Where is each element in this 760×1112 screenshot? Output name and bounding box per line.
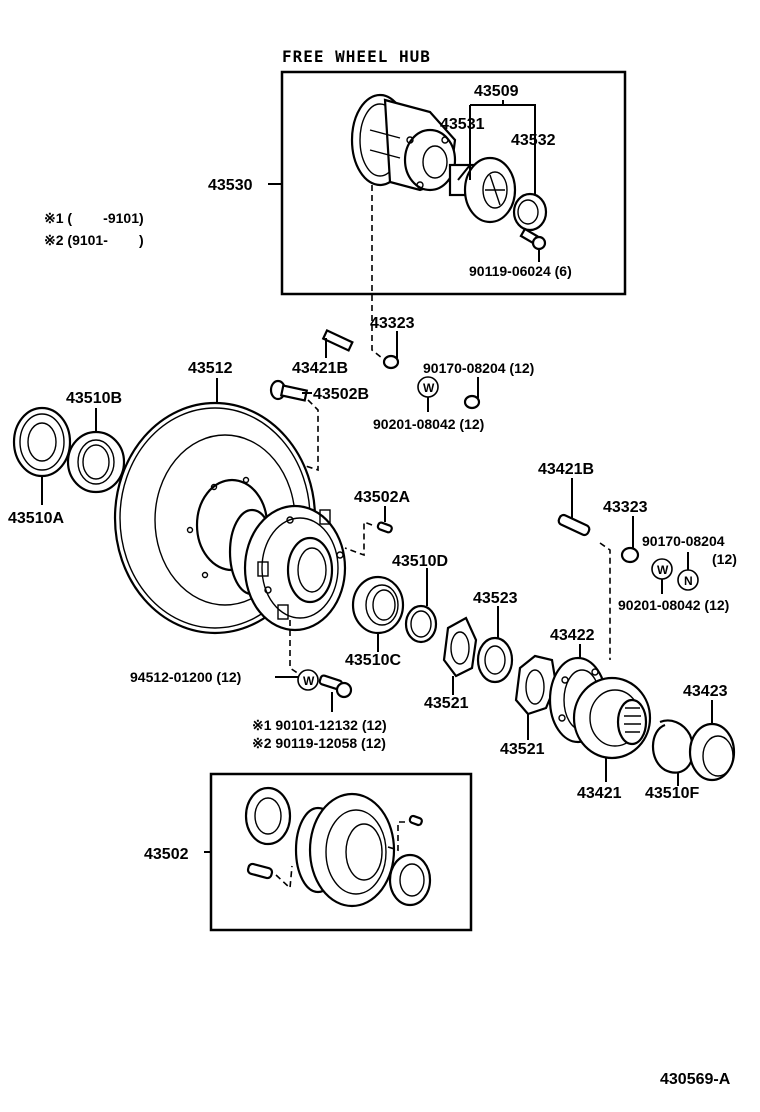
label-94512-01200: 94512-01200 (12) — [130, 669, 241, 685]
lock-nut-43521-b — [514, 654, 558, 716]
label-43521-a: 43521 — [424, 695, 469, 712]
nut-90170-08204-top — [463, 394, 481, 410]
label-43502: 43502 — [144, 846, 189, 863]
label-43423: 43423 — [683, 683, 728, 700]
washer-symbol-right-text: W — [657, 563, 669, 577]
nut-symbol-right-text: N — [684, 574, 693, 588]
washer-symbol-hub-bolt-text: W — [303, 674, 315, 688]
label-90170-08204-right-qty: (12) — [712, 551, 737, 567]
dashed-guide-assembly-bolt — [275, 865, 293, 890]
label-43510D: 43510D — [392, 553, 448, 570]
label-90201-08042-top: 90201-08042 (12) — [373, 416, 484, 432]
lock-nut-43521-a — [442, 616, 478, 678]
bearing-43510B — [66, 430, 126, 494]
label-43510C: 43510C — [345, 652, 401, 669]
label-43510A: 43510A — [8, 510, 64, 527]
hub-bolt-43502B — [269, 379, 309, 402]
free-wheel-hub-cover — [448, 156, 517, 224]
lock-washer-43523 — [476, 636, 514, 684]
label-43421B-right: 43421B — [538, 461, 594, 478]
legend-note-2: ※2 (9101- ) — [44, 232, 144, 248]
label-90119-06024: 90119-06024 (6) — [469, 263, 572, 279]
label-43509: 43509 — [474, 83, 519, 100]
label-43502B: 43502B — [313, 386, 369, 403]
bearing-43510C — [351, 575, 405, 635]
label-43531: 43531 — [440, 116, 485, 133]
cap-43423 — [688, 722, 736, 782]
front-axle-hub — [228, 504, 347, 632]
label-90119-12058: ※2 90119-12058 (12) — [252, 735, 386, 751]
snap-ring-43510D-inner — [410, 610, 432, 638]
label-90201-08042-right: 90201-08042 (12) — [618, 597, 729, 613]
oil-seal-43510A — [12, 406, 72, 478]
figure-id: 430569-A — [660, 1071, 731, 1088]
pin-43502A — [376, 521, 393, 534]
free-wheel-hub-body-43421 — [548, 656, 652, 760]
dashed-guide-right — [599, 542, 611, 660]
label-43323-top: 43323 — [370, 315, 415, 332]
label-43510B: 43510B — [66, 390, 122, 407]
dashed-guide-fwh — [371, 185, 383, 359]
nut-43323-right — [620, 546, 640, 564]
label-43323-right: 43323 — [603, 499, 648, 516]
label-43510F: 43510F — [645, 785, 699, 802]
stud-43421B-top — [321, 328, 354, 352]
dashed-guide-43502A — [344, 520, 373, 557]
free-wheel-hub-housing — [350, 93, 457, 192]
label-43502A: 43502A — [354, 489, 410, 506]
label-43532: 43532 — [511, 132, 556, 149]
dashed-guide-hub-bolt — [289, 620, 303, 677]
stud-43421B-right — [557, 513, 591, 537]
leader-43509 — [469, 100, 536, 195]
label-43523: 43523 — [473, 590, 518, 607]
axle-hub-assembly — [244, 786, 432, 908]
leader-43531 — [457, 164, 471, 181]
label-90170-08204-right: 90170-08204 — [642, 533, 725, 549]
hub-bolt — [318, 674, 353, 699]
legend-note-1: ※1 ( -9101) — [44, 210, 144, 226]
washer-symbol-hub-bolt — [297, 669, 319, 691]
free-wheel-hub-title: FREE WHEEL HUB — [282, 47, 431, 66]
label-43422: 43422 — [550, 627, 595, 644]
dashed-guide-assembly-pin — [387, 821, 405, 852]
nut-symbol-right — [677, 569, 699, 591]
label-90170-08204-top: 90170-08204 (12) — [423, 360, 534, 376]
label-90101-12132: ※1 90101-12132 (12) — [252, 717, 387, 733]
snap-ring-43510F — [651, 719, 695, 774]
nut-43323-top — [382, 354, 400, 370]
bolt-90119-06024 — [519, 227, 547, 251]
label-43521-b: 43521 — [500, 741, 545, 758]
label-43530: 43530 — [208, 177, 253, 194]
seal-ring-43532 — [512, 192, 548, 232]
label-43421: 43421 — [577, 785, 622, 802]
washer-symbol-top-text: W — [423, 381, 435, 395]
label-43512: 43512 — [188, 360, 233, 377]
label-43421B-top: 43421B — [292, 360, 348, 377]
